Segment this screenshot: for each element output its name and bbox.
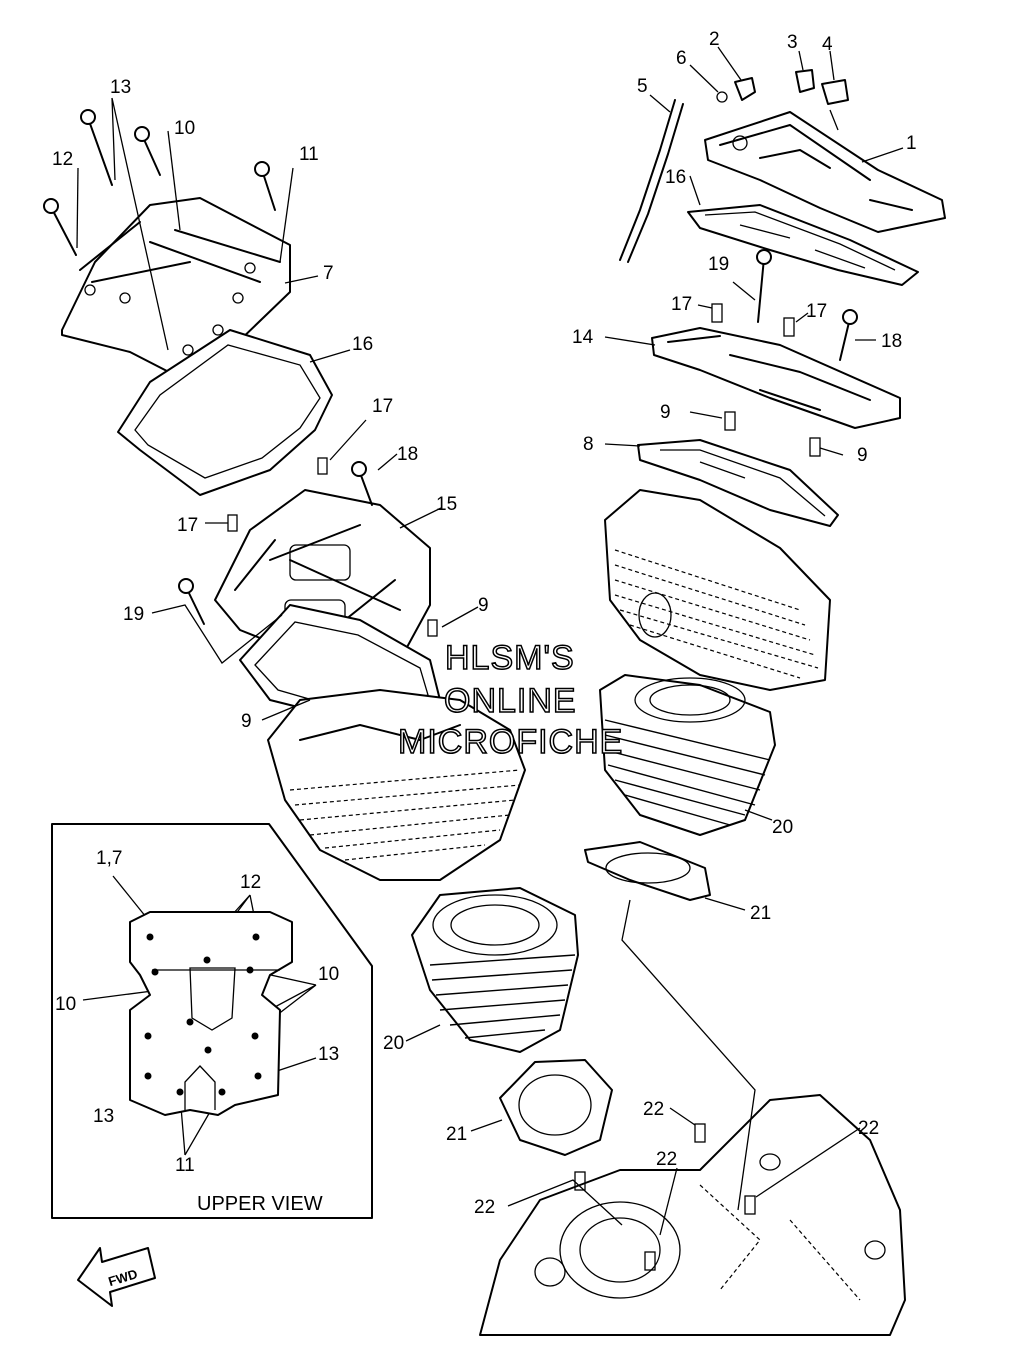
- rear-cover-gasket: [687, 204, 919, 286]
- watermark-line2: ONLINE: [444, 682, 577, 720]
- callout-13b: 13: [318, 1044, 339, 1065]
- callout-12a: 12: [52, 149, 73, 170]
- callout-22c: 22: [656, 1149, 677, 1170]
- callout-18a: 18: [881, 331, 902, 352]
- fwd-arrow-icon: FWD: [77, 1247, 156, 1307]
- crankcase: [479, 1094, 906, 1336]
- callout-9c: 9: [478, 595, 489, 616]
- callout-17d: 17: [177, 515, 198, 536]
- callout-10a: 10: [174, 118, 195, 139]
- callout-19b: 19: [123, 604, 144, 625]
- callout-21a: 21: [750, 903, 771, 924]
- callout-11b: 11: [175, 1155, 195, 1176]
- callout-17a: 17: [671, 294, 692, 315]
- callout-1: 1: [906, 133, 917, 154]
- callout-4: 4: [822, 34, 833, 55]
- callout-9a: 9: [660, 402, 671, 423]
- callout-18b: 18: [397, 444, 418, 465]
- callout-5: 5: [637, 76, 648, 97]
- hose-fittings: [716, 69, 849, 105]
- callout-17b: 17: [806, 301, 827, 322]
- rear-cylinder-head: [604, 489, 831, 691]
- rear-head-gasket: [637, 439, 839, 527]
- callout-8: 8: [583, 434, 594, 455]
- front-cylinder: [411, 887, 579, 1053]
- callout-10b: 10: [55, 994, 76, 1015]
- callout-6: 6: [676, 48, 687, 69]
- callout-3: 3: [787, 32, 798, 53]
- callout-20b: 20: [383, 1033, 404, 1054]
- callout-15: 15: [436, 494, 457, 515]
- callout-2: 2: [709, 29, 720, 50]
- bolts: [43, 109, 858, 625]
- callout-9b: 9: [857, 445, 868, 466]
- watermark-line3: MICROFICHE: [398, 723, 623, 761]
- callout-16a: 16: [665, 167, 686, 188]
- callout-22a: 22: [643, 1099, 664, 1120]
- rear-base-gasket: [584, 841, 711, 901]
- front-cover-gasket: [117, 329, 333, 496]
- front-base-gasket: [499, 1059, 613, 1156]
- callout-16b: 16: [352, 334, 373, 355]
- rear-head-cover: [704, 111, 946, 233]
- breather-hose: [619, 99, 684, 263]
- callout-13a: 13: [110, 77, 131, 98]
- callout-20a: 20: [772, 817, 793, 838]
- bolt-dots: [144, 933, 262, 1096]
- callout-11a: 11: [299, 144, 319, 165]
- callout-13c: 13: [93, 1106, 114, 1127]
- upper-view-inset: UPPER VIEW: [51, 823, 373, 1219]
- watermark-line1: HLSM'S: [445, 639, 575, 677]
- rear-rocker-holder: [651, 303, 901, 457]
- callout-22d: 22: [474, 1197, 495, 1218]
- watermark: HLSM'S ONLINE MICROFICHE: [397, 638, 623, 762]
- callout-22b: 22: [858, 1118, 879, 1139]
- callouts: 1 2 3 4 5 6 7 8 9 9 9 9 10 10 10 11 11 1…: [52, 29, 917, 1218]
- inset-caption: UPPER VIEW: [197, 1193, 323, 1215]
- callout-14: 14: [572, 327, 594, 348]
- front-cylinder-head: [267, 689, 526, 881]
- rear-cylinder: [599, 674, 776, 836]
- callout-19a: 19: [708, 254, 729, 275]
- callout-21b: 21: [446, 1124, 467, 1145]
- callout-12b: 12: [240, 872, 261, 893]
- callout-10c: 10: [318, 964, 339, 985]
- callout-1-7: 1,7: [96, 848, 122, 869]
- callout-7: 7: [323, 263, 334, 284]
- callout-9d: 9: [241, 711, 252, 732]
- callout-17c: 17: [372, 396, 393, 417]
